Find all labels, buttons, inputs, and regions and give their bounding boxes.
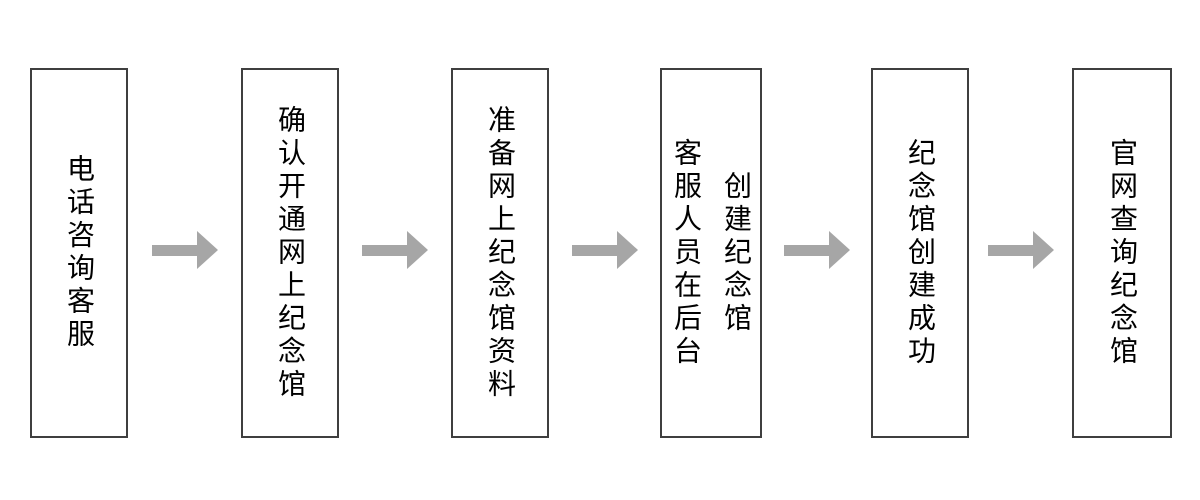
arrow-shaft [362, 244, 407, 256]
arrow-head [197, 231, 218, 269]
arrow-shaft [572, 244, 617, 256]
flow-step-6: 官网查询纪念馆 [1072, 68, 1172, 438]
flow-step-4-label: 客服人员在后台 创建纪念馆 [671, 137, 752, 369]
flow-step-5-label: 纪念馆创建成功 [905, 137, 936, 369]
arrow-shaft [152, 244, 197, 256]
arrow-head [1033, 231, 1054, 269]
flow-step-2: 确认开通网上纪念馆 [241, 68, 339, 438]
arrow-shaft [988, 244, 1033, 256]
right-arrow-icon [362, 231, 428, 269]
flow-step-3: 准备网上纪念馆资料 [451, 68, 549, 438]
flow-step-6-label: 官网查询纪念馆 [1107, 137, 1138, 369]
flow-step-1: 电话咨询客服 [30, 68, 128, 438]
flow-step-2-label: 确认开通网上纪念馆 [275, 104, 306, 402]
arrow-head [829, 231, 850, 269]
arrow-shaft [784, 244, 829, 256]
flow-step-4: 客服人员在后台 创建纪念馆 [660, 68, 762, 438]
flow-step-5: 纪念馆创建成功 [871, 68, 969, 438]
right-arrow-icon [152, 231, 218, 269]
right-arrow-icon [784, 231, 850, 269]
flow-step-1-label: 电话咨询客服 [64, 154, 95, 352]
flow-step-3-label: 准备网上纪念馆资料 [485, 104, 516, 402]
right-arrow-icon [988, 231, 1054, 269]
right-arrow-icon [572, 231, 638, 269]
arrow-head [617, 231, 638, 269]
arrow-head [407, 231, 428, 269]
